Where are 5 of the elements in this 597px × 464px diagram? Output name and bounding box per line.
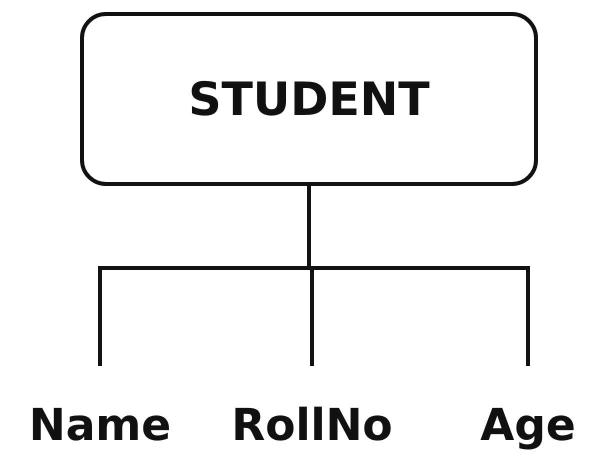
- attribute-label: Age: [480, 400, 576, 453]
- entity-box: [80, 12, 538, 186]
- entity-name: STUDENT: [188, 72, 430, 126]
- attribute-label: RollNo: [231, 400, 393, 453]
- attribute-label: Name: [28, 400, 172, 453]
